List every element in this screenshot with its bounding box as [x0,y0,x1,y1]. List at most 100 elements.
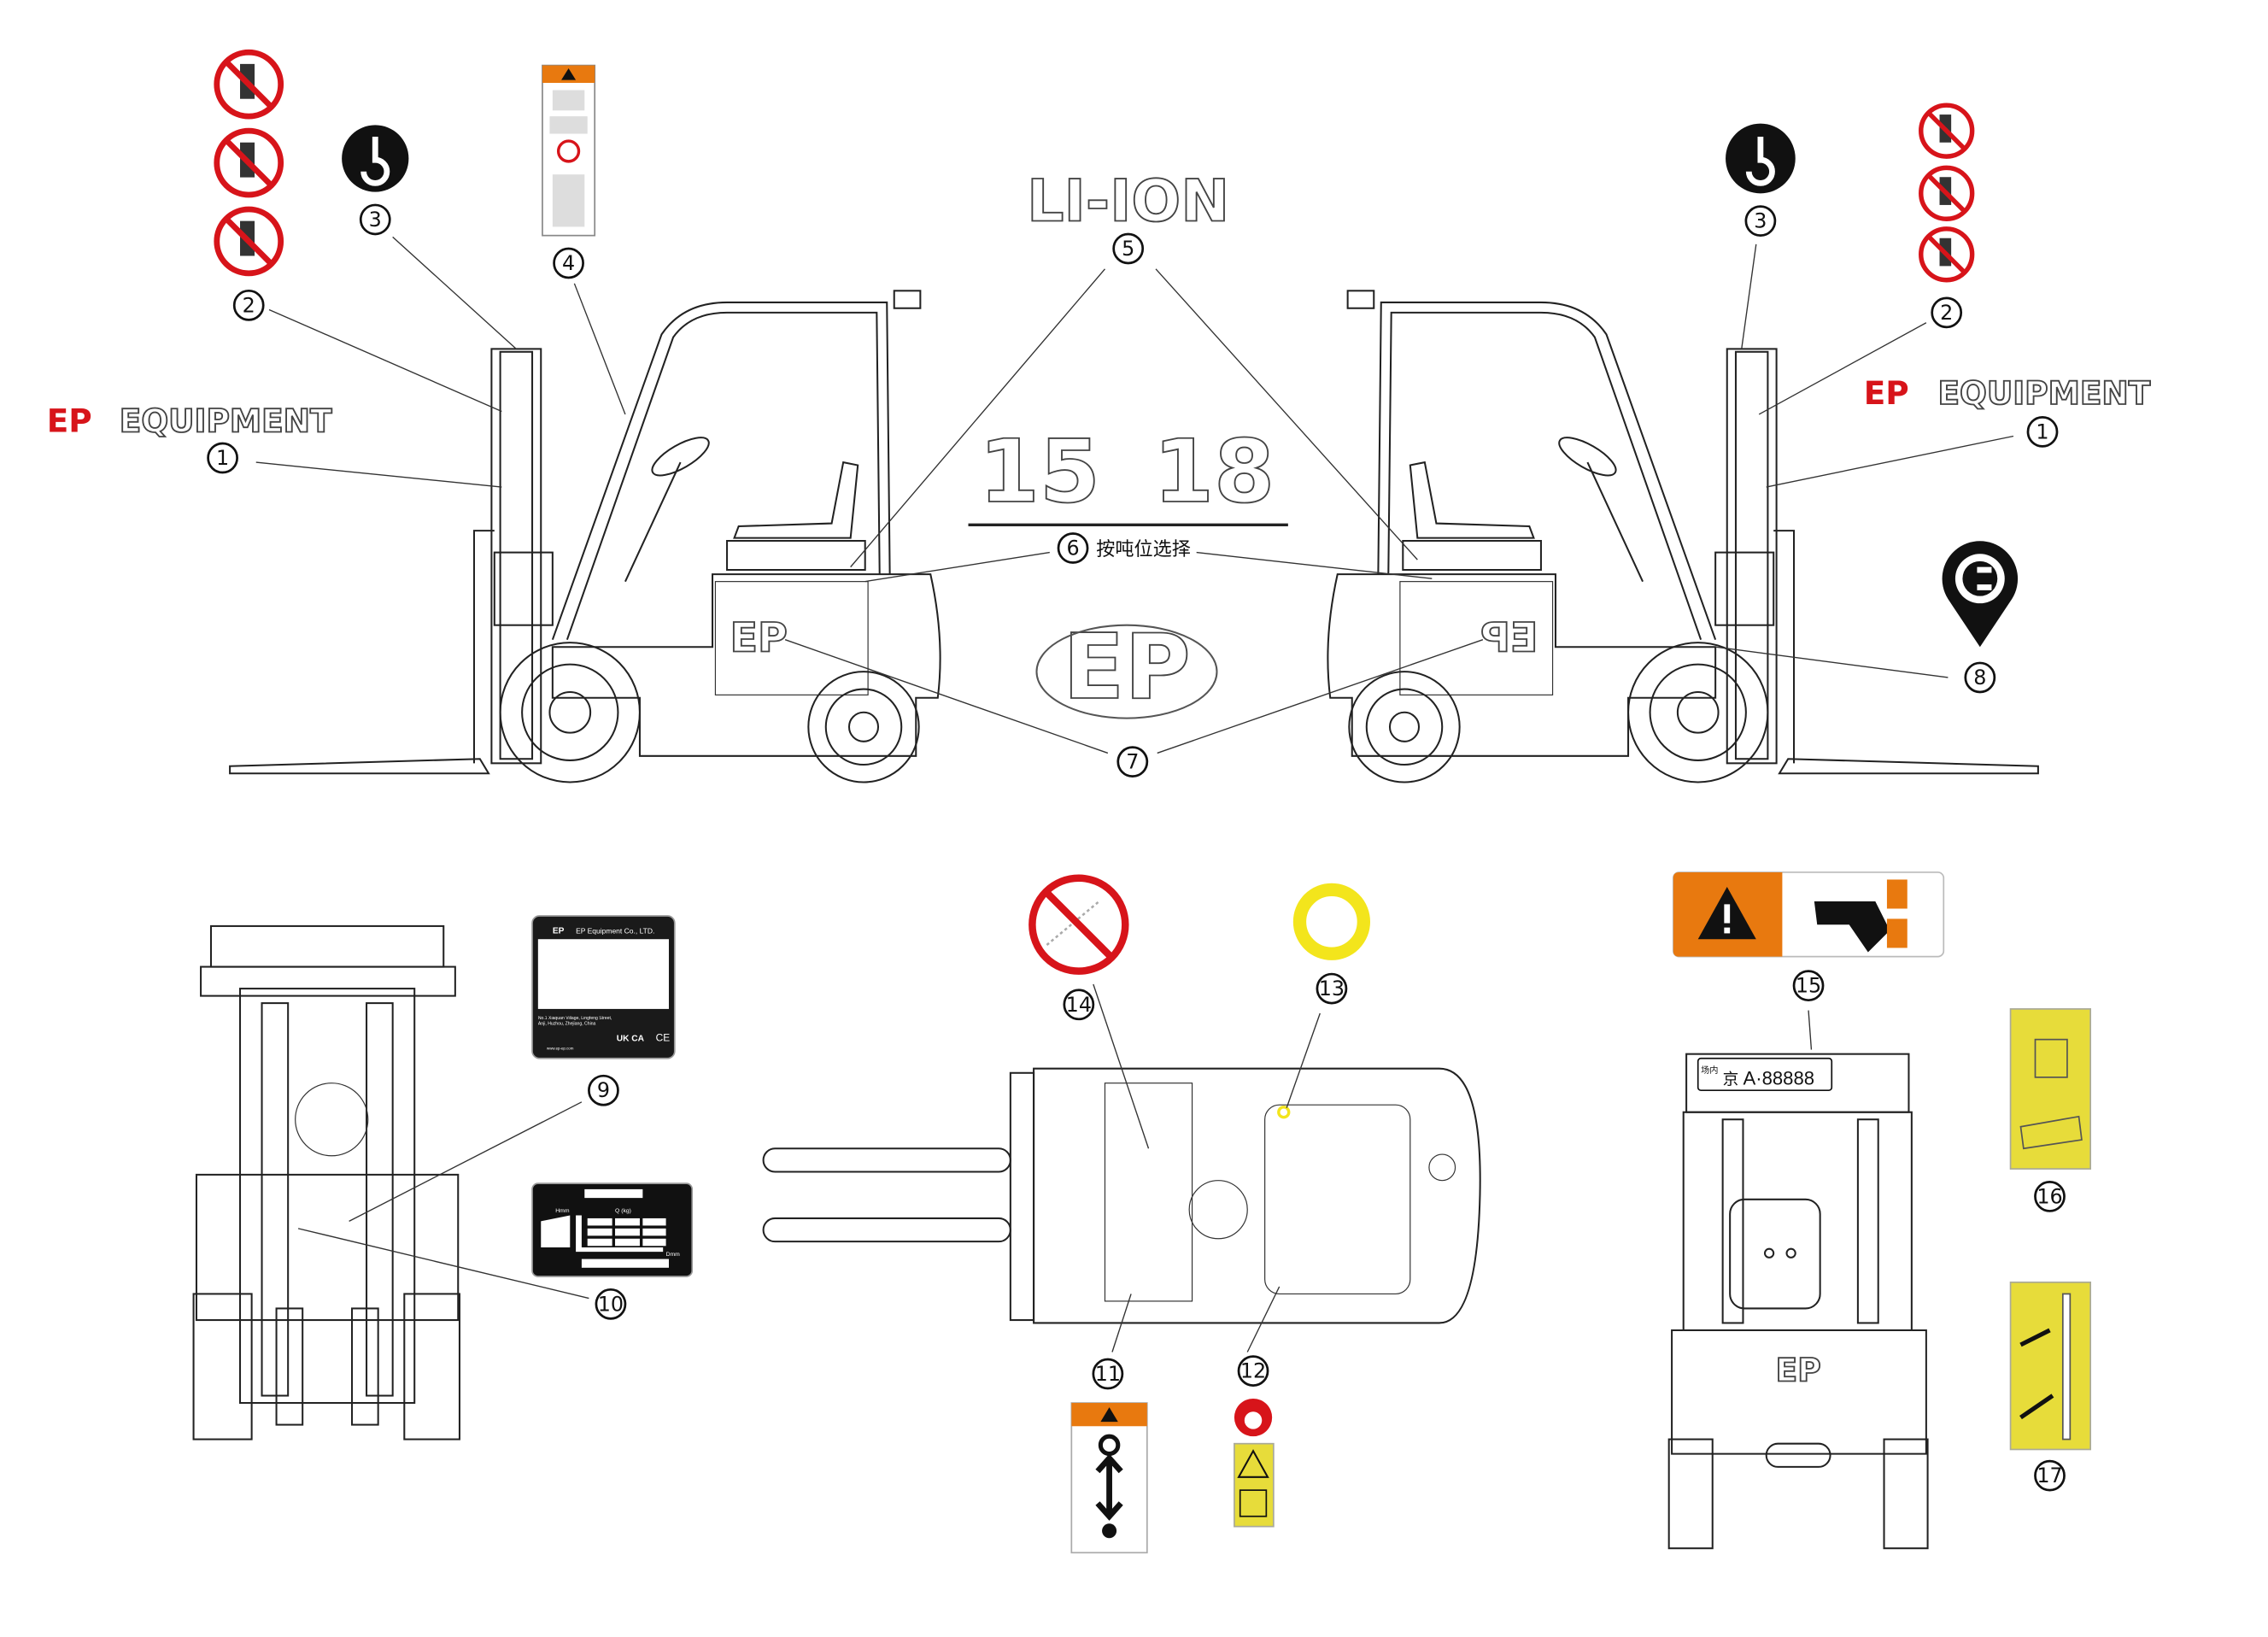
svg-text:11: 11 [1095,1362,1121,1386]
svg-text:4: 4 [562,251,575,275]
charging-point-icon [1942,541,2019,648]
svg-text:14: 14 [1066,993,1092,1017]
callout-7: 7 [1116,746,1149,778]
svg-text:UK CA: UK CA [617,1034,645,1043]
callout-10: 10 [595,1288,627,1320]
forklift-rear-view: EP [1667,1053,1929,1550]
nameplate-ep-logo: EP [553,926,565,936]
svg-text:15: 15 [1796,974,1821,998]
forklift-left-side-view [229,290,941,783]
svg-text:EP: EP [1776,1352,1821,1389]
lifting-hook-icon-left [342,125,409,192]
svg-text:V: V [595,989,597,994]
svg-text:EQUIPMENT: EQUIPMENT [120,402,332,439]
callout-2-left: 2 [232,289,265,321]
callout-15: 15 [1792,970,1825,1002]
svg-text:LOAD CENTER: LOAD CENTER [608,966,635,971]
tonnage-15: 15 [979,421,1100,523]
svg-text:kW: kW [595,997,601,1001]
no-riding-signs-left [217,52,281,273]
callout-13: 13 [1316,972,1348,1005]
svg-text:mm: mm [660,966,667,971]
svg-text:SERIAL NO.: SERIAL NO. [540,958,561,962]
svg-text:8: 8 [1973,666,1986,689]
svg-text:www.ep-ep.com: www.ep-ep.com [547,1047,574,1051]
svg-text:12: 12 [1240,1359,1266,1383]
svg-text:3: 3 [369,208,382,232]
callout-4: 4 [553,247,584,279]
li-ion-decal: LI-ION [1027,168,1229,236]
svg-text:EP: EP [47,402,92,439]
callout-16: 16 [2034,1181,2066,1212]
svg-text:PRODUCT NAME: PRODUCT NAME [540,943,571,948]
svg-text:9: 9 [597,1078,610,1102]
svg-text:6: 6 [1066,537,1079,560]
callout-8: 8 [1964,661,1996,694]
svg-text:EQUIPMENT: EQUIPMENT [1937,374,2150,412]
svg-text:MODEL TYPE: MODEL TYPE [540,950,564,954]
svg-text:EP Equipment Co., LTD.: EP Equipment Co., LTD. [576,926,654,935]
callout-1-right: 1 [2026,415,2059,448]
operator-warning-label [542,64,596,237]
load-chart-label: Hmm Q (kg) Dmm [531,1182,694,1277]
svg-text:MANUFACTURE DATE: MANUFACTURE DATE [540,966,579,971]
svg-text:BATTERY VOLTAGE: BATTERY VOLTAGE [540,989,575,994]
svg-text:2: 2 [1940,301,1953,325]
ep-equipment-decal-right: EP EQUIPMENT [1864,373,2152,413]
callout-5: 5 [1112,232,1145,265]
svg-text:RATED DRIVE POWER: RATED DRIVE POWER [540,997,580,1001]
oil-level-label [2009,1008,2092,1170]
yellow-ring-marker [1292,883,1371,960]
lifting-hook-icon-right [1726,123,1796,194]
svg-text:Q (kg): Q (kg) [615,1208,631,1214]
nameplate: EP EP Equipment Co., LTD. PRODUCT NAME M… [531,915,676,1059]
ep-equipment-decal-left: EP EQUIPMENT [47,401,333,440]
svg-text:16: 16 [2037,1184,2062,1208]
callout-6: 6 [1057,532,1089,564]
svg-text:5: 5 [1122,237,1134,261]
forklift-front-view [192,924,460,1440]
svg-text:Hmm: Hmm [555,1208,570,1214]
callout-11: 11 [1092,1358,1124,1390]
callout-12: 12 [1237,1355,1269,1387]
svg-text:1: 1 [2036,420,2048,443]
svg-text:CE: CE [656,1031,671,1043]
hydraulic-warning-label [1070,1402,1148,1554]
callout-9: 9 [588,1074,619,1106]
svg-text:UNLADEN MASS: UNLADEN MASS [540,973,570,977]
svg-text:EP: EP [1864,374,1909,412]
svg-text:10: 10 [598,1292,624,1316]
svg-text:场内: 场内 [1701,1065,1718,1076]
svg-text:13: 13 [1319,977,1345,1000]
no-riding-signs-right [1921,105,1972,280]
svg-text:A·88888: A·88888 [1743,1067,1814,1088]
no-water-spray-sign [1029,874,1129,975]
tonnage-18: 18 [1153,421,1275,523]
svg-text:3: 3 [1754,209,1767,233]
tilt-operation-label [2009,1281,2092,1451]
yellow-ring-position [1277,1106,1291,1119]
svg-text:Dmm: Dmm [666,1252,681,1258]
callout-2-right: 2 [1931,296,1963,329]
svg-text:RATED CAPACITY: RATED CAPACITY [608,958,641,962]
svg-text:UNLADEN MASS WITHOUT BATTERY: UNLADEN MASS WITHOUT BATTERY [540,983,607,987]
callout-3-right: 3 [1744,205,1777,238]
callout-3-left: 3 [359,203,391,236]
svg-text:京: 京 [1723,1070,1739,1088]
callout-14: 14 [1063,989,1095,1021]
ep-emblem-ring [1035,624,1218,719]
svg-text:kg: kg [660,958,665,962]
callout-1-left: 1 [207,442,238,474]
leader-lines-top [255,236,2014,754]
callout-17: 17 [2034,1459,2066,1492]
svg-text:2: 2 [243,293,255,317]
svg-text:MIN BATTERY WEIGHT: MIN BATTERY WEIGHT [608,997,649,1001]
svg-text:17: 17 [2037,1464,2062,1487]
forklift-top-view [762,1067,1481,1324]
ep-emblem-decal: EP [1063,614,1190,719]
crush-hazard-label [1672,871,1945,958]
svg-text:MAX BATTERY WEIGHT: MAX BATTERY WEIGHT [608,989,651,994]
forklift-right-side-view [1327,290,2039,783]
svg-text:7: 7 [1126,750,1139,774]
